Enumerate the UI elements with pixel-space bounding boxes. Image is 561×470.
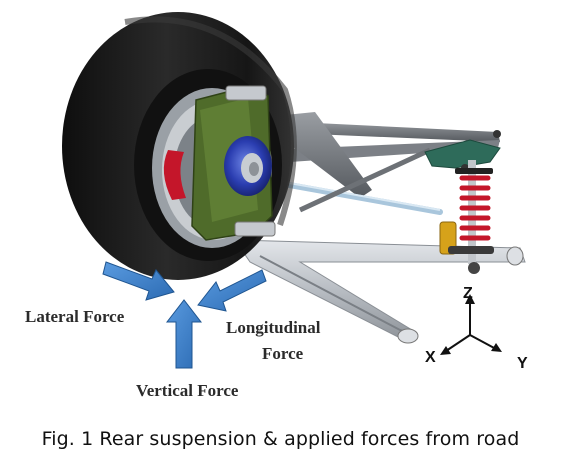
longitudinal-force-arrow (197, 269, 267, 312)
longitudinal-force-label-line2: Force (262, 344, 304, 363)
x-axis-label: X (425, 349, 436, 366)
lower-control-arm (234, 239, 526, 344)
wheel-hub (224, 136, 272, 196)
figure-caption: Fig. 1 Rear suspension & applied forces … (41, 428, 520, 450)
push-rod (298, 147, 432, 213)
longitudinal-force-label: Longitudinal (226, 318, 321, 337)
z-axis-label: Z (463, 285, 473, 302)
vertical-force-label: Vertical Force (136, 381, 239, 400)
y-axis-label: Y (517, 355, 528, 372)
lateral-force-arrow (102, 261, 175, 301)
coordinate-axes (440, 294, 502, 355)
vertical-force-arrow (165, 299, 203, 369)
coilover-shock (439, 160, 494, 274)
brake-caliper (163, 150, 186, 200)
lateral-force-label: Lateral Force (25, 307, 125, 326)
